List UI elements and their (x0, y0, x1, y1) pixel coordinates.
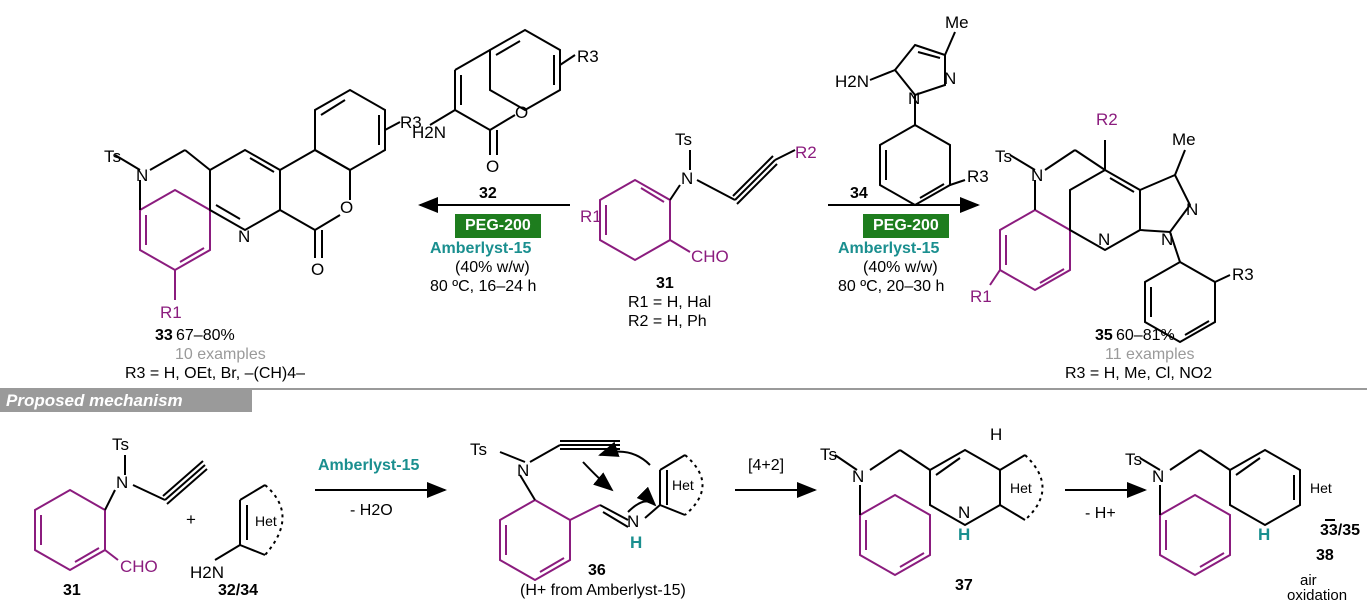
h-atom: H (1258, 525, 1270, 544)
het-label: Het (1310, 480, 1332, 496)
cho-label: CHO (120, 557, 158, 576)
ts-label: Ts (675, 130, 692, 149)
plus-sign: + (186, 510, 196, 529)
product-33-yield: 67–80% (176, 327, 235, 344)
reagent-34-structure (869, 31, 966, 207)
n-atom: N (908, 89, 920, 108)
left-catalyst: Amberlyst-15 (430, 240, 531, 257)
n-atom: N (852, 467, 864, 486)
mech-36-number: 36 (588, 562, 606, 579)
mech-37-number: 37 (955, 577, 973, 594)
mech-catalyst: Amberlyst-15 (318, 457, 419, 474)
product-35-yield: 60–81% (1116, 327, 1175, 344)
product-33-scope: R3 = H, OEt, Br, –(CH)4– (125, 365, 305, 382)
h2n-label: H2N (190, 563, 224, 582)
n-atom: N (1031, 166, 1043, 185)
o-atom: O (515, 103, 528, 122)
product-33-structure (114, 88, 401, 300)
r2-label: R2 (1096, 110, 1118, 129)
compound-31-r1: R1 = H, Hal (628, 294, 711, 311)
ts-label: Ts (112, 435, 129, 454)
compound-31-structure (599, 149, 796, 262)
h2n-label: H2N (835, 72, 869, 91)
right-solvent-badge: PEG-200 (863, 214, 949, 238)
mechanism-tag: Proposed mechanism (0, 390, 252, 412)
het-label: Het (672, 477, 694, 493)
product-35-scope: R3 = H, Me, Cl, NO2 (1065, 365, 1212, 382)
r1-label: R1 (970, 287, 992, 306)
final-products: 33/35 (1320, 522, 1360, 539)
r2-label: R2 (795, 143, 817, 162)
n-atom: N (1098, 230, 1110, 249)
product-35-number: 35 (1095, 327, 1113, 344)
n-atom: N (136, 166, 148, 185)
minus-proton: - H+ (1085, 505, 1116, 522)
reagent-32-structure (429, 28, 576, 155)
n-atom: N (958, 503, 970, 522)
me-label: Me (945, 13, 969, 32)
mech-31-number: 31 (63, 582, 81, 599)
mech-37-structure (834, 448, 1044, 577)
mech-36-structure (499, 440, 704, 582)
ts-label: Ts (1125, 450, 1142, 469)
n-atom: N (1152, 467, 1164, 486)
h-atom: H (630, 533, 642, 552)
n-atom: N (627, 512, 639, 531)
n-atom: N (238, 227, 250, 246)
left-loading: (40% w/w) (455, 259, 530, 276)
r3-label: R3 (577, 47, 599, 66)
het-label: Het (255, 513, 277, 529)
het-label: Het (1010, 480, 1032, 496)
mech-38-structure (1139, 448, 1301, 577)
cho-label: CHO (691, 247, 729, 266)
left-temperature: 80 ºC, 16–24 h (430, 278, 536, 295)
compound-31-number: 31 (656, 275, 674, 292)
mech-3234-number: 32/34 (218, 582, 258, 599)
product-33-number: 33 (155, 327, 173, 344)
air-label: air (1300, 572, 1317, 589)
mech-amine-structure (214, 484, 284, 561)
reagent-32-number: 32 (479, 185, 497, 202)
right-loading: (40% w/w) (863, 259, 938, 276)
minus-water: - H2O (350, 502, 393, 519)
mech-38-number: 38 (1316, 547, 1334, 564)
product-33-examples: 10 examples (175, 346, 266, 363)
left-solvent-badge: PEG-200 (455, 214, 541, 238)
n-atom: N (517, 461, 529, 480)
r1-label: R1 (160, 303, 182, 322)
o-atom: O (340, 198, 353, 217)
right-catalyst: Amberlyst-15 (838, 240, 939, 257)
n-atom: N (944, 69, 956, 88)
n-atom: N (681, 169, 693, 188)
r1-label: R1 (580, 207, 602, 226)
cycloaddition-label: [4+2] (748, 457, 784, 474)
me-label: Me (1172, 130, 1196, 149)
r3-label: R3 (1232, 265, 1254, 284)
n-atom: N (116, 473, 128, 492)
h-source-note: (H+ from Amberlyst-15) (520, 582, 686, 599)
compound-31-r2: R2 = H, Ph (628, 313, 707, 330)
ts-label: Ts (820, 445, 837, 464)
reagent-34-number: 34 (850, 185, 868, 202)
r3-label: R3 (967, 167, 989, 186)
r3-label: R3 (400, 113, 422, 132)
product-35-examples: 11 examples (1105, 346, 1195, 363)
o-atom: O (486, 157, 499, 176)
mech-31-structure (34, 455, 208, 572)
ts-label: Ts (995, 147, 1012, 166)
ts-label: Ts (470, 440, 487, 459)
n-atom: N (1186, 200, 1198, 219)
product-35-structure (989, 140, 1231, 344)
h-atom: H (958, 525, 970, 544)
o-atom: O (311, 260, 324, 279)
n-atom: N (1161, 230, 1173, 249)
right-temperature: 80 ºC, 20–30 h (838, 278, 944, 295)
ts-label: Ts (104, 147, 121, 166)
oxidation-label: oxidation (1287, 587, 1347, 602)
h-atom: H (990, 425, 1002, 444)
h2n-label: H2N (412, 123, 446, 142)
